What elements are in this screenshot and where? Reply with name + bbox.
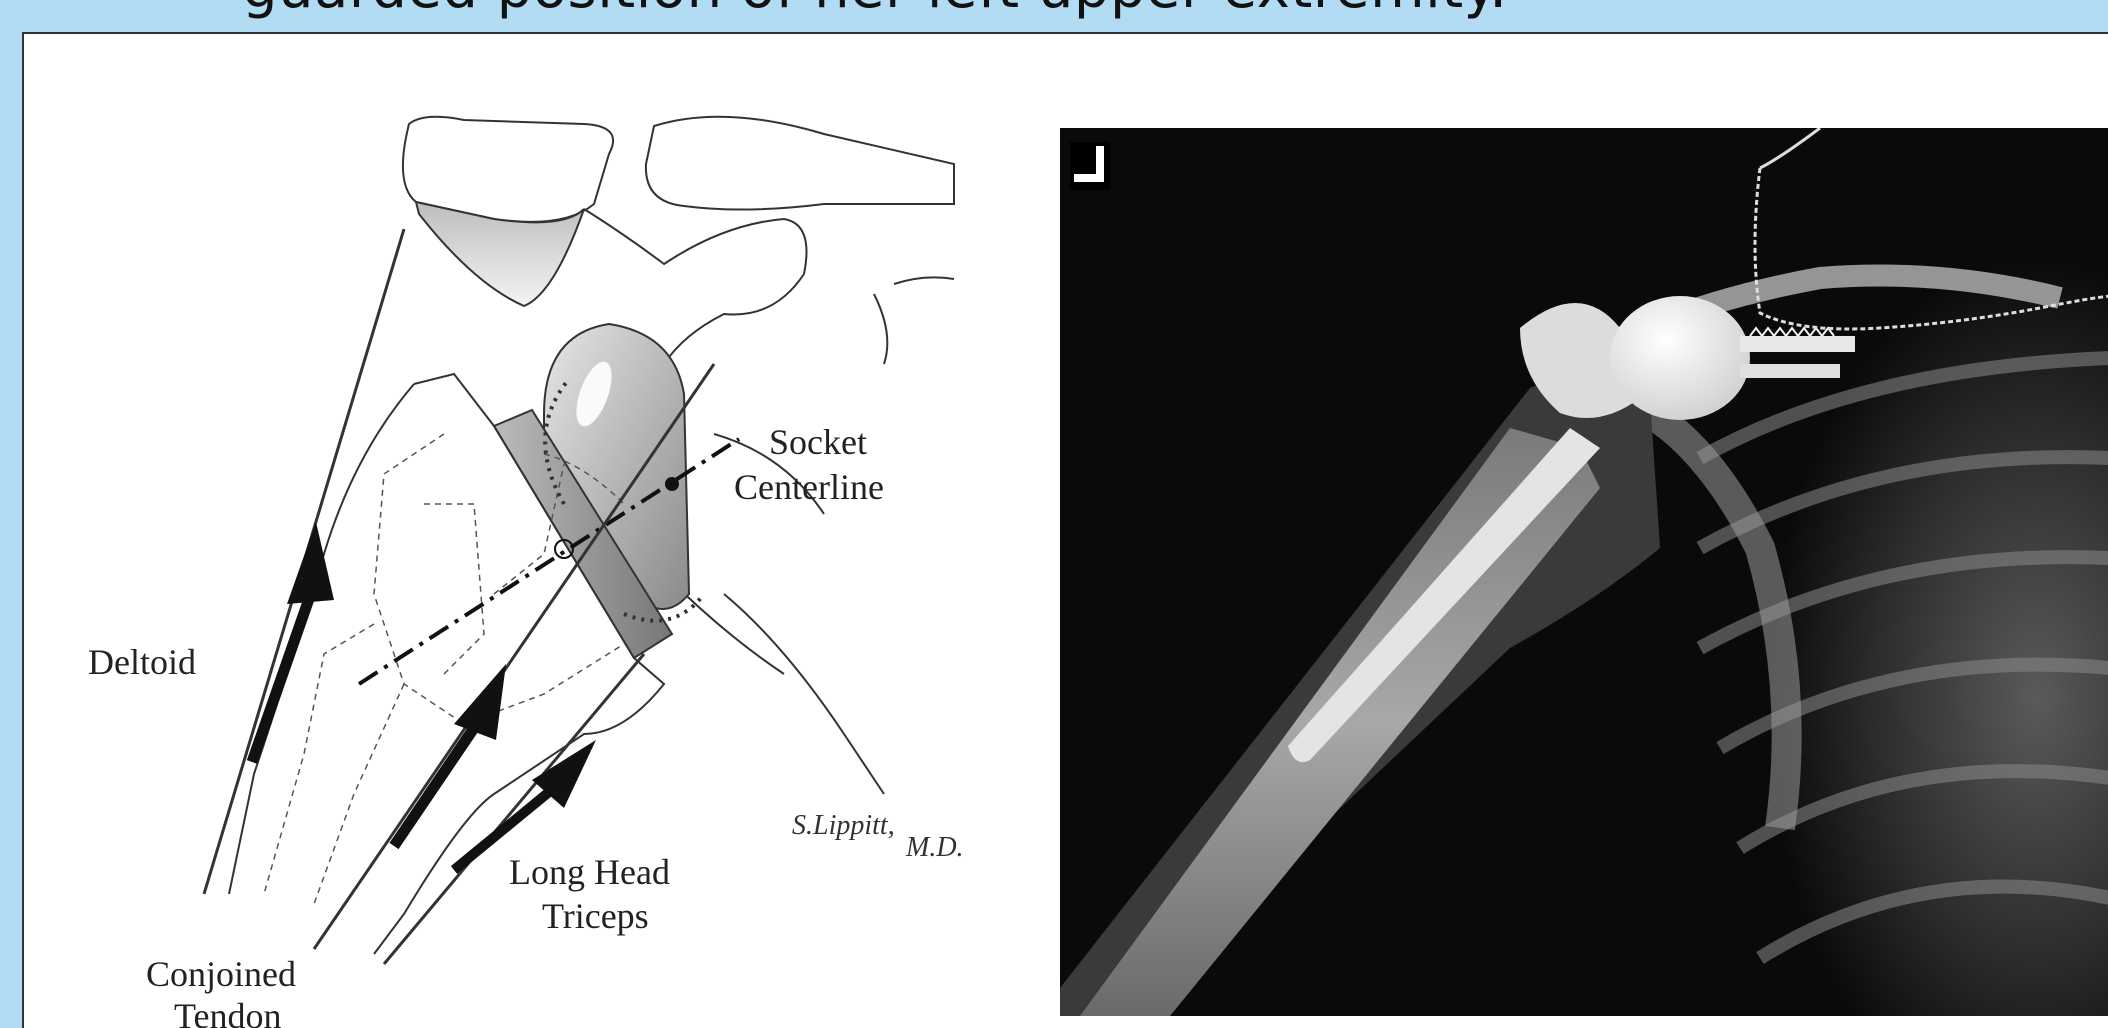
long-head-label: Long Head xyxy=(509,852,670,892)
socket-label: Socket xyxy=(769,422,867,462)
conjoined-label: Conjoined xyxy=(146,954,296,994)
triceps-label: Triceps xyxy=(542,896,649,936)
socket-center-dot xyxy=(665,477,679,491)
tendon-label: Tendon xyxy=(174,996,281,1028)
content-panel: Socket Centerline Deltoid Long Head Tric… xyxy=(22,32,2108,1028)
deltoid-force-arrow xyxy=(204,229,404,894)
clavicle-outline xyxy=(403,117,954,222)
artist-signature-name: S.Lippitt, xyxy=(792,810,895,841)
glenosphere-implant xyxy=(1610,296,1750,420)
shoulder-xray-image xyxy=(1060,128,2108,1016)
slide-title: guarded position of her left upper extre… xyxy=(242,0,1508,21)
shoulder-mechanics-diagram: Socket Centerline Deltoid Long Head Tric… xyxy=(24,34,974,1028)
deltoid-label: Deltoid xyxy=(88,642,196,682)
centerline-label: Centerline xyxy=(734,467,884,507)
artist-signature-title: M.D. xyxy=(905,832,964,863)
